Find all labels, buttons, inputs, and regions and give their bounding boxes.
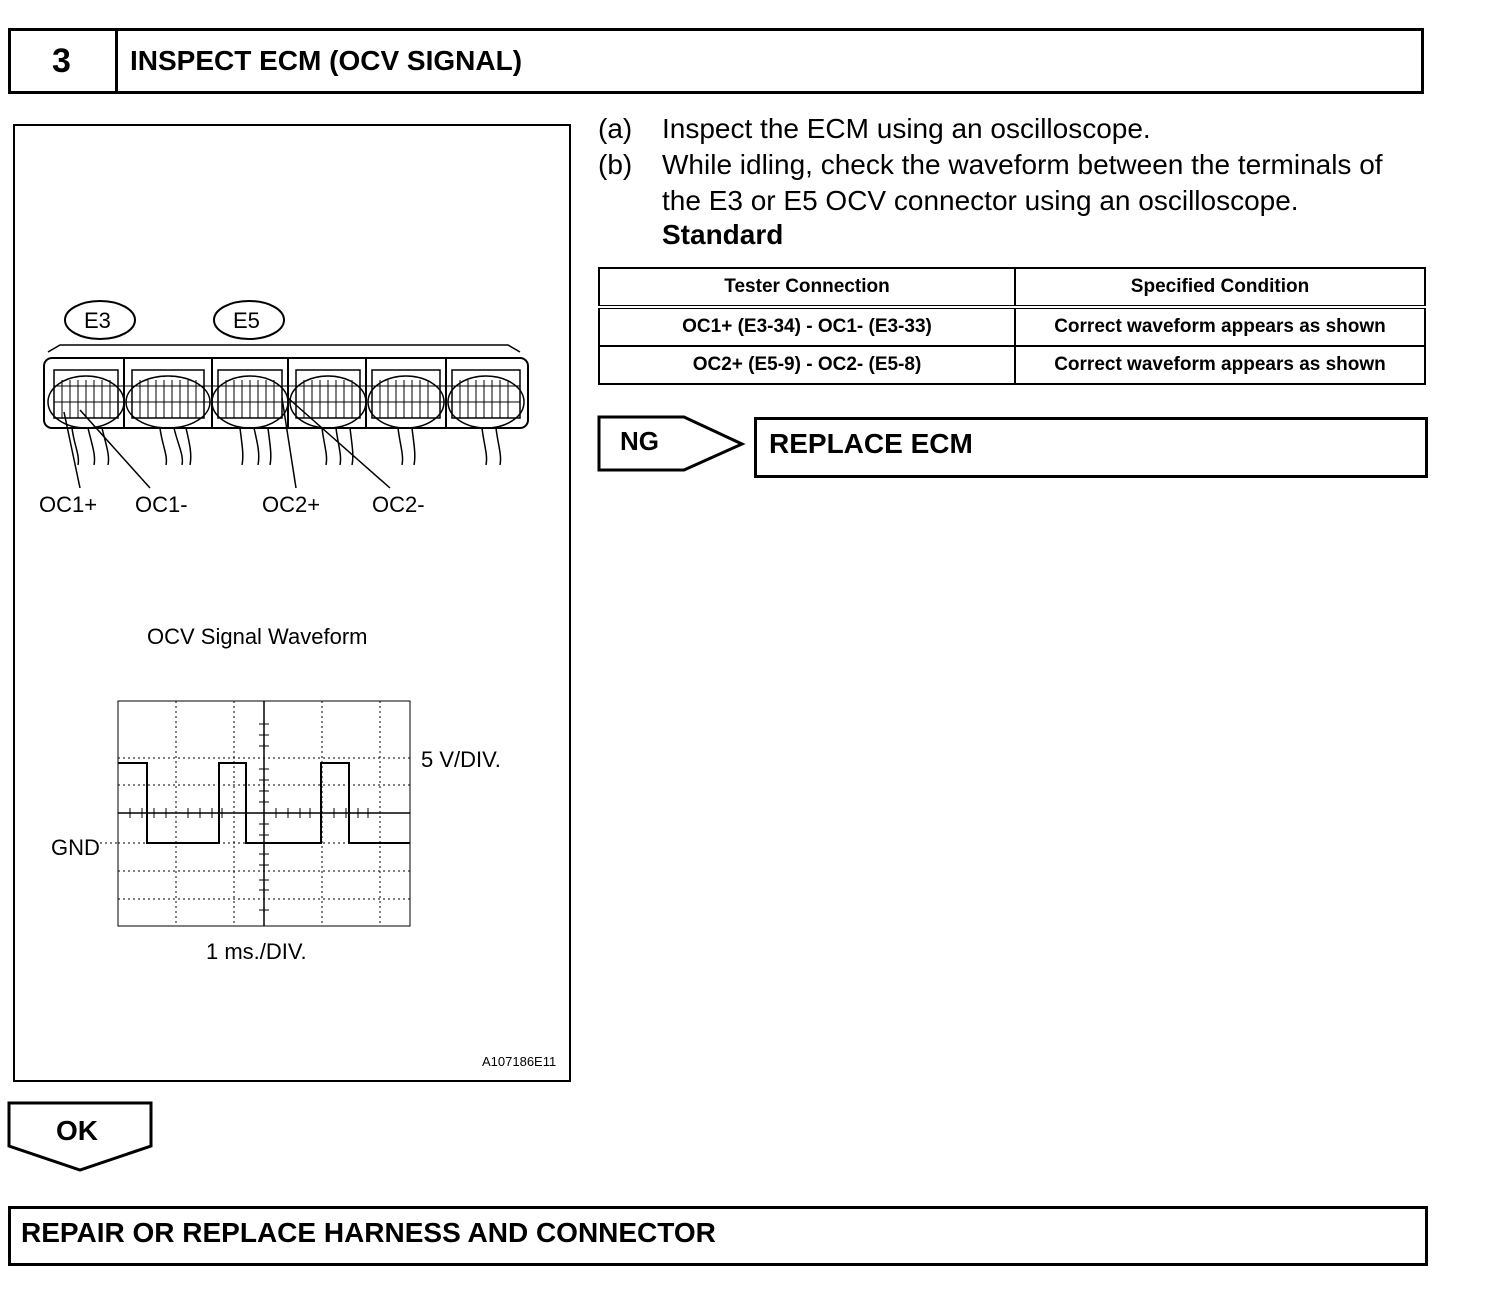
ocv-waveform <box>118 762 410 844</box>
table-header-row: Tester Connection Specified Condition <box>598 267 1426 309</box>
final-action-box <box>8 1206 1428 1266</box>
table-row: OC2+ (E5-9) - OC2- (E5-8) Correct wavefo… <box>598 345 1426 385</box>
ok-label: OK <box>56 1115 98 1146</box>
gnd-label: GND <box>51 835 100 860</box>
terminal-label-oc2-minus: OC2- <box>372 492 425 517</box>
figure-code: A107186E11 <box>482 1054 557 1069</box>
figure-panel <box>13 124 571 1082</box>
table-row: OC1+ (E3-34) - OC1- (E3-33) Correct wave… <box>598 306 1426 347</box>
waveform-title: OCV Signal Waveform <box>147 624 368 649</box>
ng-label: NG <box>620 426 659 456</box>
connector-pin-grid <box>54 380 520 418</box>
oscilloscope-axis-ticks <box>129 723 369 911</box>
oscilloscope-axes <box>118 701 410 926</box>
connector-label-e3: E3 <box>84 308 111 333</box>
connector-callout-e5 <box>213 300 285 340</box>
volt-div-label: 5 V/DIV. <box>421 747 501 772</box>
ng-result-text: REPLACE ECM <box>769 428 973 459</box>
ng-result-box <box>754 417 1428 478</box>
table-cell: OC2+ (E5-9) - OC2- (E5-8) <box>598 345 1016 385</box>
terminal-label-oc1-minus: OC1- <box>135 492 188 517</box>
connector-bracket <box>47 344 521 353</box>
ng-arrow-shape <box>597 415 746 472</box>
specification-table: Tester Connection Specified Condition OC… <box>598 267 1426 385</box>
connector-callout-e3 <box>64 300 136 340</box>
time-div-label: 1 ms./DIV. <box>206 939 307 964</box>
step-title: INSPECT ECM (OCV SIGNAL) <box>130 45 523 76</box>
ok-arrow-shape <box>7 1101 153 1172</box>
table-header-cell: Specified Condition <box>1014 267 1426 309</box>
wire-harness <box>71 427 502 466</box>
terminal-label-oc2-plus: OC2+ <box>262 492 321 517</box>
instruction-text: Inspect the ECM using an oscilloscope. <box>662 113 1151 144</box>
table-cell: Correct waveform appears as shown <box>1014 306 1426 347</box>
table-header-cell: Tester Connection <box>598 267 1016 309</box>
terminal-label-oc1-plus: OC1+ <box>39 492 98 517</box>
terminal-leader-lines <box>63 397 391 489</box>
table-cell: OC1+ (E3-34) - OC1- (E3-33) <box>598 306 1016 347</box>
instruction-label: (b) <box>598 149 633 180</box>
step-header-box <box>8 28 1424 94</box>
final-action-text: REPAIR OR REPLACE HARNESS AND CONNECTOR <box>21 1217 716 1248</box>
instruction-label: (a) <box>598 113 633 144</box>
connector-hoods <box>47 375 525 429</box>
connector-diagram <box>43 300 529 927</box>
standard-heading: Standard <box>662 219 784 250</box>
step-number: 3 <box>8 28 118 94</box>
table-cell: Correct waveform appears as shown <box>1014 345 1426 385</box>
connector-label-e5: E5 <box>233 308 260 333</box>
instruction-text: While idling, check the waveform between… <box>662 149 1383 216</box>
